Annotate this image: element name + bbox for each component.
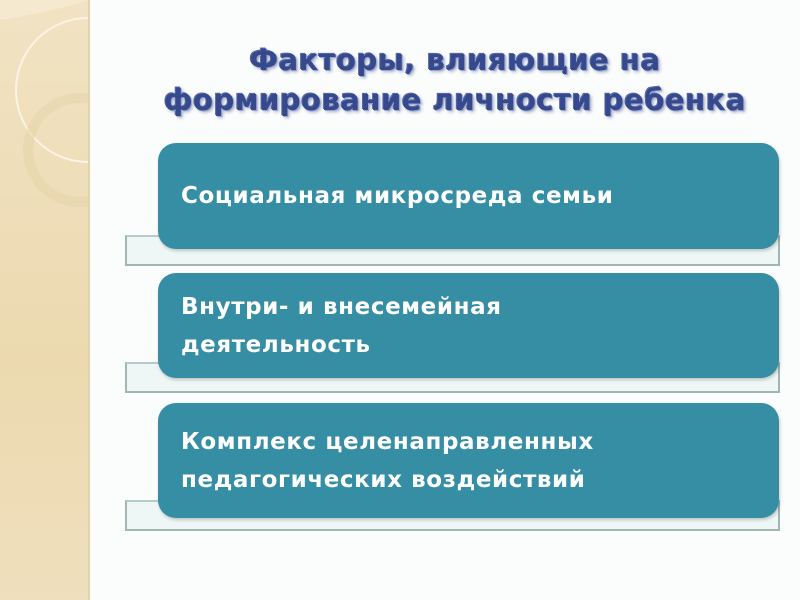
factor-1-line-1: Социальная микросреда семьи xyxy=(181,183,614,209)
factor-3-line-2: педагогических воздействий xyxy=(181,466,586,493)
factor-box-3: Комплекс целенаправленных педагогических … xyxy=(158,403,779,518)
decorative-circles-icon xyxy=(0,0,88,207)
decorative-side-panel xyxy=(0,0,90,600)
factor-2-line-1: Внутри- и внесемейная xyxy=(181,293,502,320)
factor-2-line-2: деятельность xyxy=(181,331,371,358)
factor-box-2: Внутри- и внесемейная деятельность xyxy=(158,273,779,378)
factor-box-1: Социальная микросреда семьи xyxy=(158,143,779,249)
factor-3-line-1: Комплекс целенаправленных xyxy=(181,428,594,455)
slide-title-line-1: Факторы, влияющие на xyxy=(249,43,661,77)
slide-title-line-2: формирование личности ребенка xyxy=(163,83,747,117)
